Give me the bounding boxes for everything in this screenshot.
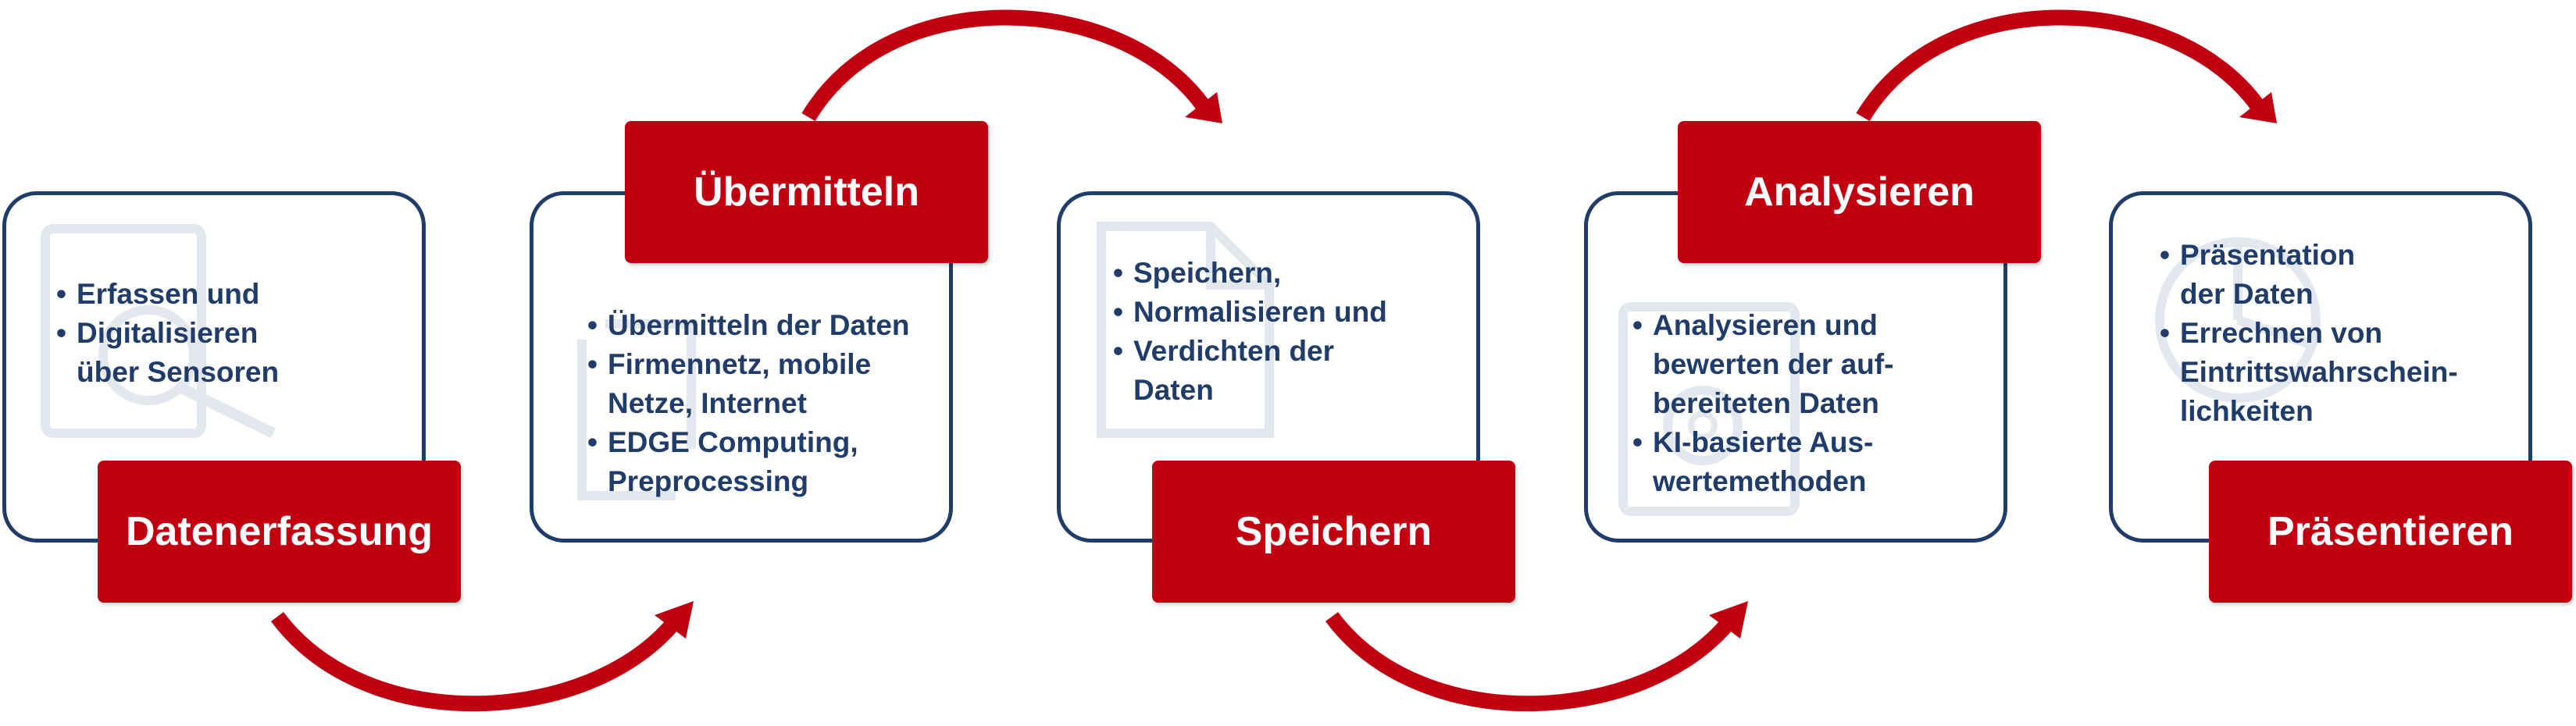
stage-label-uebermitteln: Übermitteln [625,121,988,263]
bullet-item: Speichern, [1113,254,1387,293]
bullets-speichern: Speichern, Normalisieren und Verdichten … [1113,254,1387,410]
arrow-2-to-3 [801,9,1222,123]
bullet-item: KI-basierte Aus- wertemethoden [1632,423,1893,501]
stage-label-praesentieren: Präsentieren [2209,461,2572,603]
bullet-item: Normalisieren und [1113,293,1387,332]
arrow-4-to-5 [1856,9,2277,123]
arrow-3-to-4 [1325,601,1748,712]
bullet-item: Präsentation der Daten [2160,236,2458,314]
stage-label-datenerfassung: Datenerfassung [98,461,461,603]
bullet-item: Analysieren und bewerten der auf- bereit… [1632,306,1893,423]
bullet-item: EDGE Computing, Preprocessing [587,423,910,501]
bullet-item: Firmennetz, mobile Netze, Internet [587,345,910,423]
bullets-uebermitteln: Übermitteln der Daten Firmennetz, mobile… [587,306,910,501]
bullet-item: Erfassen und [56,275,279,314]
bullet-item: Digitalisieren über Sensoren [56,314,279,392]
bullets-analysieren: Analysieren und bewerten der auf- bereit… [1632,306,1893,501]
bullet-item: Errechnen von Eintrittswahrschein- lichk… [2160,314,2458,431]
bullet-item: Übermitteln der Daten [587,306,910,345]
bullets-datenerfassung: Erfassen und Digitalisieren über Sensore… [56,275,279,392]
arrow-1-to-2 [270,601,694,712]
bullets-praesentieren: Präsentation der Daten Errechnen von Ein… [2160,236,2458,431]
stage-label-speichern: Speichern [1152,461,1515,603]
bullet-item: Verdichten der Daten [1113,332,1387,410]
stage-label-analysieren: Analysieren [1678,121,2041,263]
